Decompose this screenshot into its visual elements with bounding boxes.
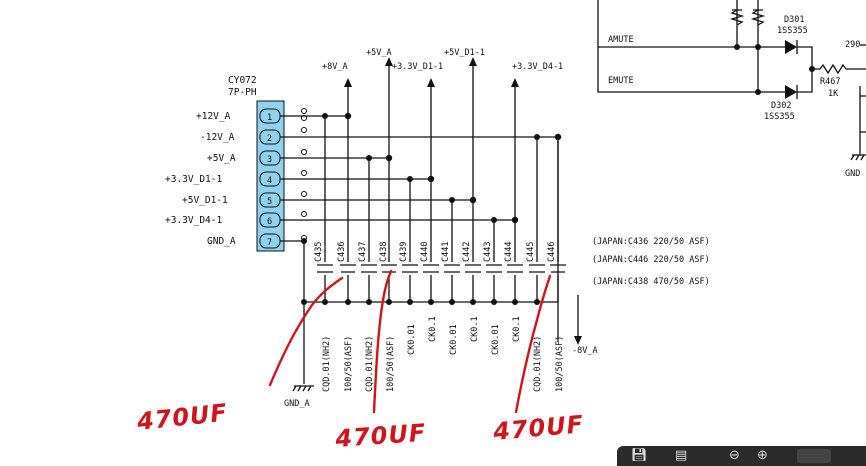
capacitor-leads [324, 116, 559, 302]
svg-text:7: 7 [267, 238, 272, 248]
toolbar-field[interactable] [797, 449, 831, 463]
junction-dots [301, 112, 562, 305]
pin-1: 1 +12V_A [196, 108, 281, 124]
rail-label-5d1: +5V_D1-1 [444, 48, 485, 58]
annotation-470uf-2: 470UF [333, 419, 427, 453]
pin-label: +3.3V_D4-1 [165, 215, 222, 226]
d301-ref: D301 [784, 15, 804, 25]
svg-text:1: 1 [267, 113, 272, 123]
red-stroke-1 [268, 276, 344, 387]
pin-5: 5 +5V_D1-1 [182, 192, 281, 208]
cap-ref: C442 [462, 242, 472, 262]
cap-ref: C438 [379, 242, 389, 262]
pin-label: +3.3V_D1-1 [165, 174, 222, 185]
cap-value: CQD.01(NH2) [365, 336, 375, 392]
rail-label-5v: +5V_A [366, 48, 392, 58]
capacitor-plates [317, 264, 566, 273]
connector-ref: CY072 [228, 75, 257, 86]
r467-ref: R467 [820, 77, 840, 87]
emute-label: EMUTE [608, 76, 634, 86]
svg-text:2: 2 [267, 134, 272, 144]
pin-3: 3 +5V_A [207, 150, 281, 166]
pin-label: GND_A [207, 236, 236, 247]
cap-value: 100/50(ASF) [555, 336, 565, 392]
neg-rail-arrow [574, 336, 582, 345]
diode-d301-symbol [785, 40, 797, 54]
cap-value: CQD.01(NH2) [533, 336, 543, 392]
rail-label-33d1: +3.3V_D1-1 [392, 62, 443, 72]
cap-ref: C435 [314, 242, 324, 262]
mute-circuit [597, 0, 866, 161]
svg-text:4: 4 [267, 176, 272, 186]
connector-pins: 1 +12V_A 2 -12V_A 3 +5V_A 4 +3.3V_D1-1 5… [165, 108, 281, 249]
rail-arrows [344, 57, 519, 220]
connector-type: 7P-PH [228, 87, 257, 98]
net-290-label: 290 [845, 40, 860, 50]
d302-part: 1SS355 [764, 112, 795, 122]
cap-value: CK0.1 [428, 316, 438, 342]
svg-text:6: 6 [267, 217, 272, 227]
viewer-toolbar: 💾︎ ▤ ⊖ ⊕ [617, 446, 866, 466]
cap-value: CK0.01 [491, 324, 501, 355]
annotation-470uf-3: 470UF [491, 410, 585, 446]
cap-ref: C445 [526, 242, 536, 262]
cap-value: CK0.1 [512, 316, 522, 342]
cap-value: 100/50(ASF) [344, 336, 354, 392]
cap-ref: C444 [504, 242, 514, 262]
cap-ref: C437 [358, 242, 368, 262]
save-icon[interactable]: 💾︎ [631, 448, 648, 463]
cap-ref: C443 [483, 242, 493, 262]
resistor-2 [750, 9, 766, 26]
svg-text:3: 3 [267, 155, 272, 165]
annotation-470uf-1: 470UF [135, 399, 229, 436]
cap-ref: C439 [399, 242, 409, 262]
zoom-out-icon[interactable]: ⊖ [729, 448, 740, 463]
cap-value: CK0.01 [449, 324, 459, 355]
cap-ref: C436 [337, 242, 347, 262]
cap-value: CK0.01 [407, 324, 417, 355]
pin-7: 7 GND_A [207, 233, 281, 249]
ground-label: GND_A [284, 399, 310, 409]
rail-label-neg8v: -8V_A [572, 346, 598, 356]
pin-label: +5V_A [207, 153, 236, 164]
capacitor-refs: C435 C436 C437 C438 C439 C440 C441 C442 … [314, 242, 557, 262]
cap-ref: C441 [441, 242, 451, 262]
amute-label: AMUTE [608, 35, 634, 45]
pin-label: +5V_D1-1 [182, 195, 228, 206]
d301-part: 1SS355 [777, 26, 808, 36]
cap-value: 100/50(ASF) [386, 336, 396, 392]
cap-value: CK0.1 [470, 316, 480, 342]
pin-label: +12V_A [196, 111, 231, 122]
gnd-partial-label: GND [845, 169, 860, 179]
d302-ref: D302 [771, 101, 791, 111]
note-japan-3: (JAPAN:C438 470/50 ASF) [592, 277, 710, 287]
zoom-in-icon[interactable]: ⊕ [757, 448, 768, 463]
pin-4: 4 +3.3V_D1-1 [165, 171, 281, 187]
r467-value: 1K [828, 89, 839, 99]
rail-label-8v: +8V_A [322, 62, 348, 72]
file-icon[interactable]: ▤ [675, 448, 688, 463]
pin-2: 2 -12V_A [200, 129, 281, 145]
note-japan-1: (JAPAN:C436 220/50 ASF) [592, 237, 710, 247]
diode-d302-symbol [785, 85, 797, 99]
resistor-1 [729, 9, 745, 26]
cap-value: CQD.01(NH2) [322, 336, 332, 392]
ground-symbol [292, 385, 314, 392]
capacitor-values: CQD.01(NH2) 100/50(ASF) CQD.01(NH2) 100/… [322, 316, 565, 392]
pin-6: 6 +3.3V_D4-1 [165, 212, 281, 228]
test-points [301, 108, 307, 241]
rail-label-33d4: +3.3V_D4-1 [512, 62, 563, 72]
svg-text:5: 5 [267, 197, 272, 207]
cap-ref: C446 [547, 242, 557, 262]
supply-wires [280, 115, 559, 342]
cap-ref: C440 [420, 242, 430, 262]
handwritten-marks: 470UF 470UF 470UF [135, 269, 585, 453]
note-japan-2: (JAPAN:C446 220/50 ASF) [592, 255, 710, 265]
pin-label: -12V_A [200, 132, 235, 143]
red-stroke-3 [514, 274, 552, 414]
red-stroke-2 [372, 269, 393, 414]
